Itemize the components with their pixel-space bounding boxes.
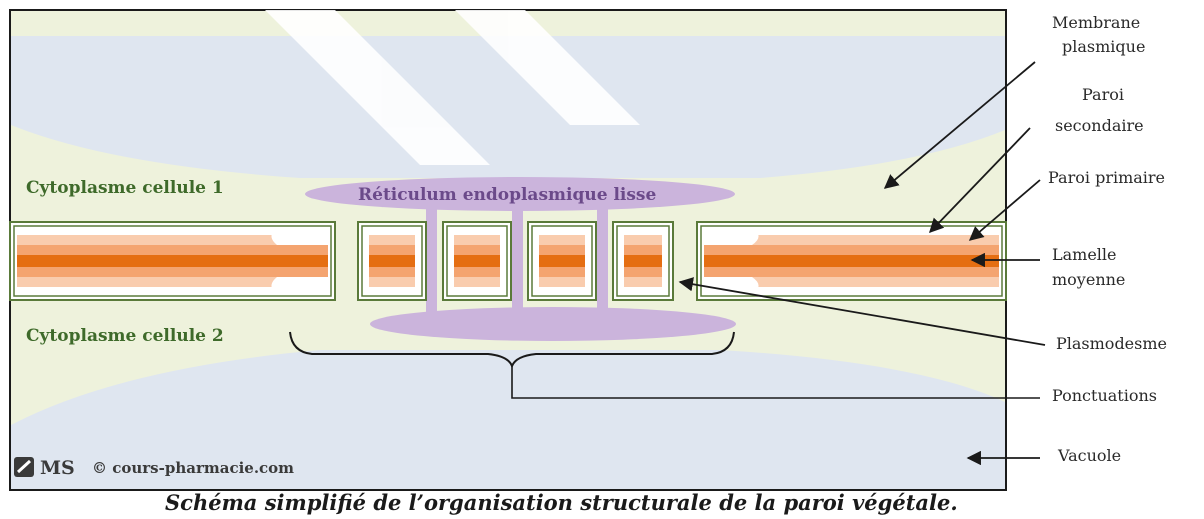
cell-wall bbox=[9, 221, 1007, 301]
ponctuations-leader bbox=[511, 366, 1040, 399]
secondary-wall-label-1: Paroi bbox=[1082, 85, 1124, 104]
secondary-wall-arrow bbox=[929, 127, 1031, 234]
watermark-initials: MS bbox=[40, 457, 75, 479]
wall-segment-pit-3 bbox=[527, 221, 597, 301]
watermark: MS © cours-pharmacie.com bbox=[14, 457, 294, 479]
plasmodesme-arrow bbox=[678, 277, 1046, 346]
wall-segment-left bbox=[9, 221, 336, 301]
reticulum-label: Réticulum endoplasmique lisse bbox=[358, 185, 657, 205]
wall-segment-pit-4 bbox=[612, 221, 674, 301]
ponctuations-label: Ponctuations bbox=[1052, 386, 1157, 405]
vacuole-label: Vacuole bbox=[1057, 446, 1121, 465]
middle-lamella bbox=[535, 255, 589, 267]
reticulum-network bbox=[305, 177, 736, 341]
watermark-stripes bbox=[265, 10, 640, 165]
membrane-arrow bbox=[883, 61, 1036, 189]
vacuole-bottom bbox=[11, 350, 1005, 489]
watermark-site: © cours-pharmacie.com bbox=[92, 459, 294, 477]
primary-wall-label: Paroi primaire bbox=[1048, 168, 1165, 187]
wall-segment-right bbox=[696, 221, 1007, 301]
middle-lamella bbox=[365, 255, 419, 267]
middle-lamella bbox=[704, 255, 999, 267]
secondary-wall-label-2: secondaire bbox=[1055, 116, 1144, 135]
wall-segment-pit-2 bbox=[442, 221, 512, 301]
cytoplasm-cell-1-label: Cytoplasme cellule 1 bbox=[26, 178, 224, 198]
primary-wall-arrow bbox=[968, 179, 1041, 241]
wall-segment-pit-1 bbox=[357, 221, 427, 301]
middle-lamella bbox=[450, 255, 504, 267]
middle-lamella bbox=[620, 255, 666, 267]
right-labels: Membrane plasmique Paroi secondaire Paro… bbox=[1048, 13, 1167, 465]
membrane-label-1: Membrane bbox=[1052, 13, 1140, 32]
cytoplasm-cell-2-label: Cytoplasme cellule 2 bbox=[26, 326, 224, 346]
vacuole-top bbox=[11, 36, 1005, 178]
plasmodesme-label: Plasmodesme bbox=[1056, 334, 1167, 353]
membrane-label-2: plasmique bbox=[1062, 37, 1145, 56]
pointer-arrows bbox=[678, 61, 1046, 466]
diagram-caption: Schéma simplifié de l’organisation struc… bbox=[165, 490, 958, 515]
middle-lamella-label-2: moyenne bbox=[1052, 270, 1125, 289]
middle-lamella-label-1: Lamelle bbox=[1052, 245, 1117, 264]
middle-lamella bbox=[17, 255, 328, 267]
